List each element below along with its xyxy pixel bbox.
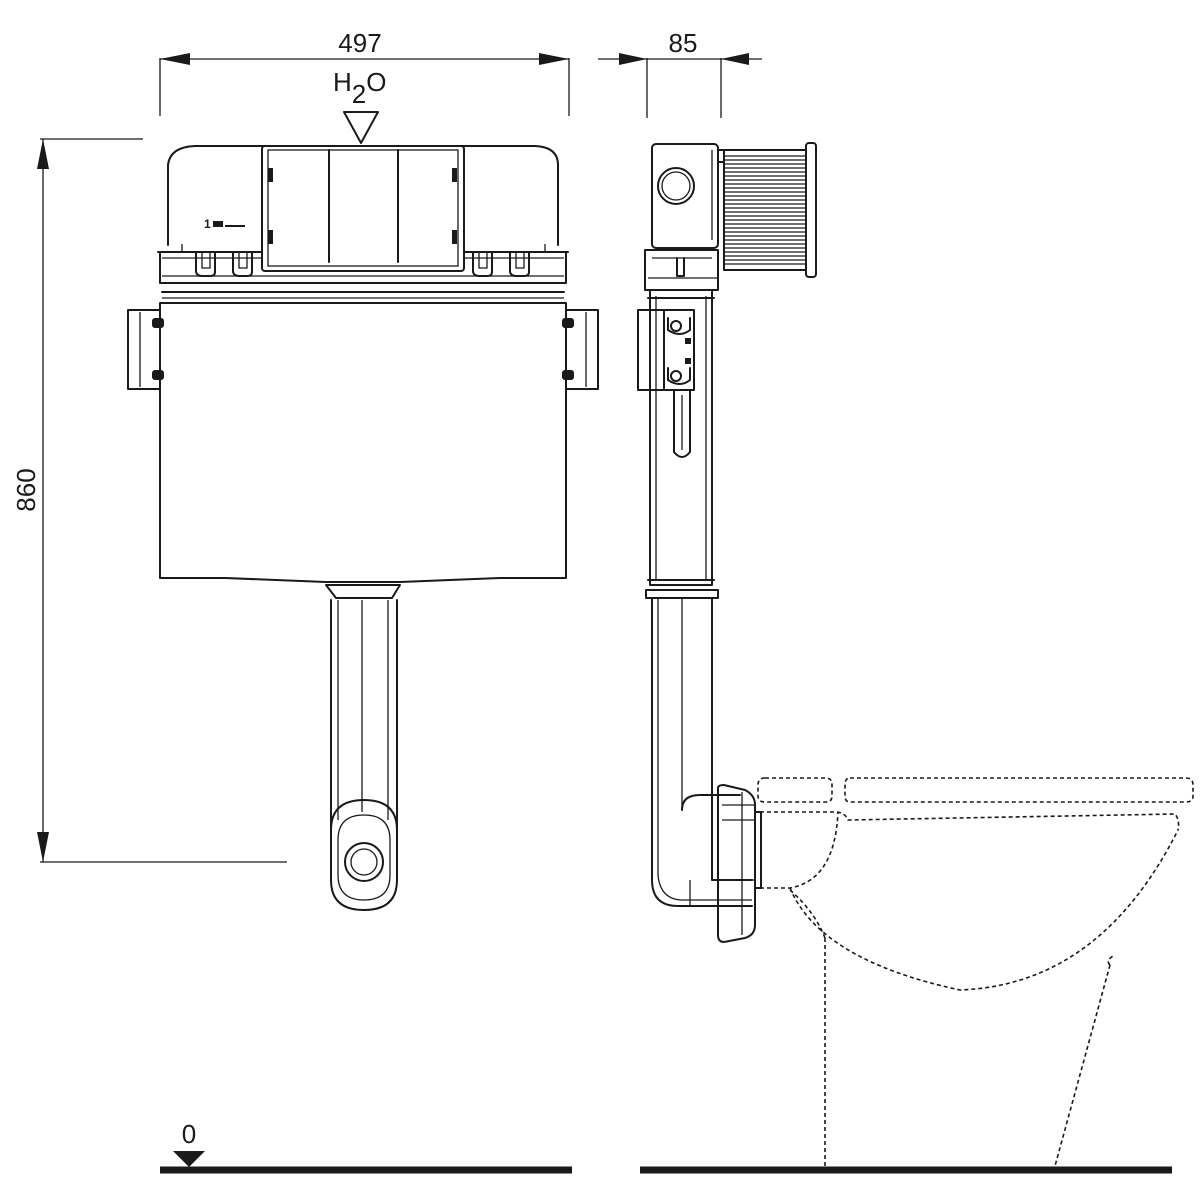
fill-mark-label: 1 (204, 217, 211, 231)
water-inlet-label: H2O (333, 67, 386, 109)
toilet-outline (757, 777, 1194, 1167)
water-inlet-marker: H2O (333, 67, 386, 144)
width-dimension-label: 497 (338, 28, 381, 58)
rib-lines (724, 155, 806, 265)
floor-level: 0 (160, 1119, 1172, 1174)
height-dimension: 860 (11, 138, 287, 863)
front-view: 1 (127, 145, 599, 911)
depth-dimension-label: 85 (669, 28, 698, 58)
floor-level-label: 0 (182, 1119, 196, 1149)
floor-level-triangle-icon (173, 1151, 205, 1167)
side-view (637, 142, 817, 943)
width-dimension: 497 (159, 28, 570, 116)
height-dimension-label: 860 (11, 468, 41, 511)
depth-dimension: 85 (598, 28, 762, 118)
inlet-triangle-icon (343, 111, 379, 144)
